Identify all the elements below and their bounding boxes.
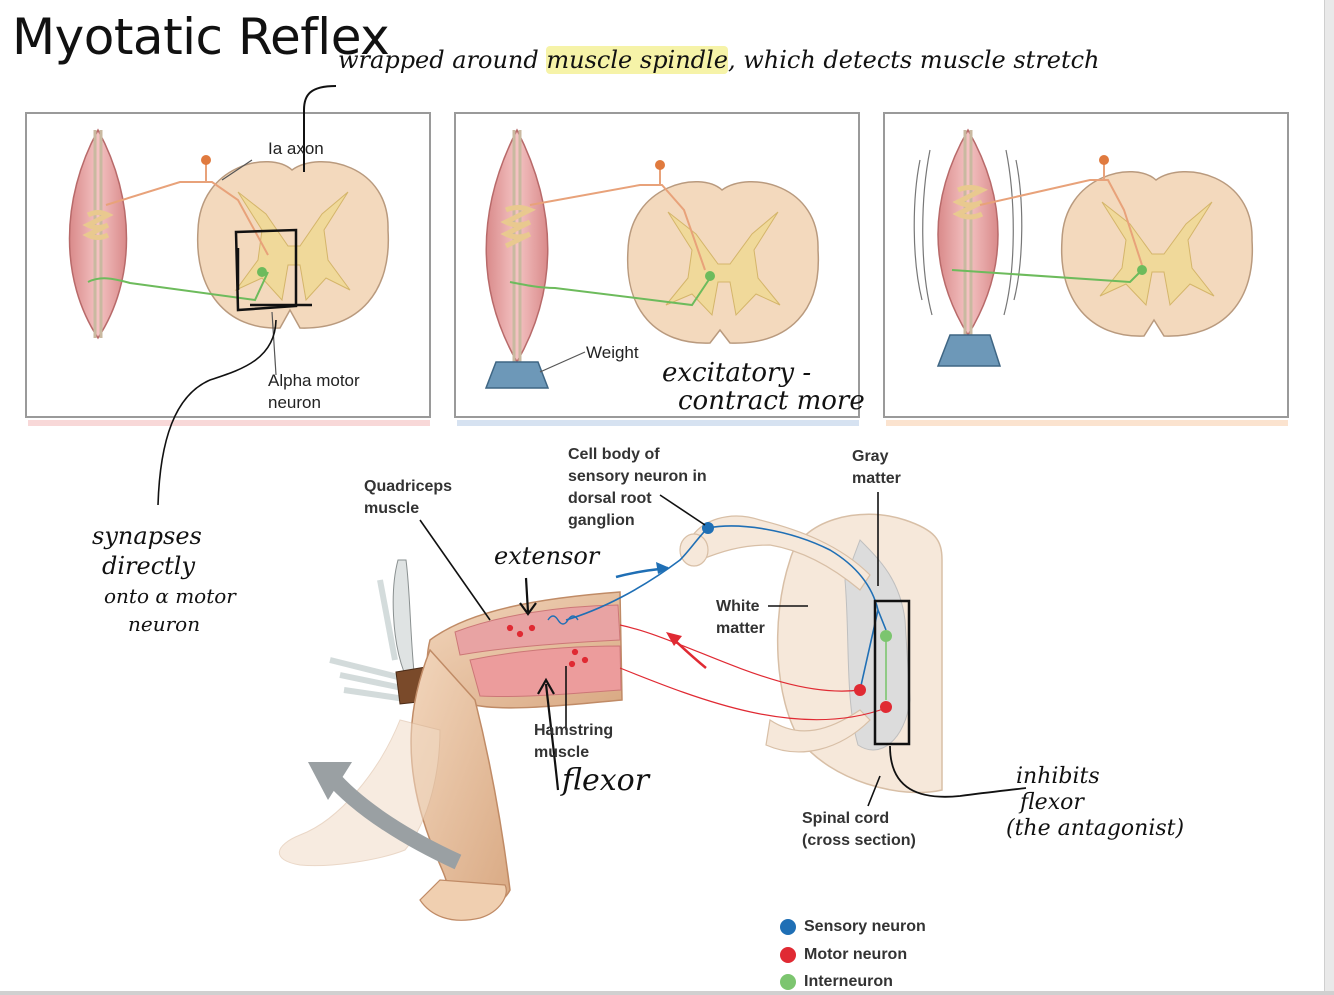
panel1-ia-axon — [105, 181, 269, 256]
label-quadriceps-2: muscle — [364, 500, 420, 517]
extensor-arrow — [519, 577, 537, 616]
panel1-spinal-cord — [196, 161, 390, 329]
synapse-note-pointer — [157, 319, 277, 506]
note-excitatory-1: excitatory - — [662, 358, 812, 388]
panel2-motor-axon — [509, 277, 711, 307]
panel-weight-stripe — [457, 420, 859, 426]
note-inhibits-3: (the antagonist) — [1006, 816, 1185, 841]
panel1-sensory-cell — [201, 155, 211, 165]
ia-axon-leader — [221, 159, 253, 181]
panel2-motor-neuron — [705, 271, 715, 281]
spindle-coil — [547, 615, 579, 625]
panel2-weight — [484, 361, 550, 389]
note-spindle: wrapped around muscle spindle, which det… — [338, 46, 1100, 74]
label-alpha-line1: Alpha motor — [268, 371, 360, 390]
panel1-muscle — [68, 128, 128, 340]
label-quadriceps-1: Quadriceps — [364, 478, 453, 495]
label-white-1: White — [716, 598, 760, 615]
interneuron-body — [880, 630, 892, 642]
scrollbar-edge[interactable] — [1324, 0, 1334, 995]
note-extensor: extensor — [494, 542, 600, 570]
note-spindle-part2: , which detects muscle stretch — [727, 46, 1100, 74]
panel1-motor-axon — [87, 271, 269, 302]
spinal-cross-section — [776, 513, 943, 794]
swing-arrow — [323, 769, 462, 870]
panel3-ia-axon — [979, 179, 1143, 266]
note-flexor: flexor — [562, 763, 650, 798]
label-hamstring-2: muscle — [534, 744, 590, 761]
panel1-annotation-box — [234, 228, 312, 312]
panel3-spinal-cord — [1060, 171, 1254, 337]
label-cellbody-1: Cell body of — [568, 446, 660, 463]
alpha-leader — [271, 311, 277, 376]
label-hamstring-1: Hamstring — [534, 722, 614, 739]
panel3-weight — [936, 334, 1002, 367]
label-gray-2: matter — [852, 470, 901, 487]
flexor-arrow — [537, 677, 560, 791]
panel-resting-stripe — [28, 420, 430, 426]
weight-leader — [539, 351, 586, 373]
label-white-2: matter — [716, 620, 765, 637]
panel2-ia-axon — [529, 184, 706, 271]
foot — [419, 879, 507, 921]
label-ia-axon: Ia axon — [268, 139, 324, 158]
legend-sensory-label: Sensory neuron — [804, 918, 926, 935]
motor-neuron-quad — [619, 624, 861, 692]
label-cellbody-3: dorsal root — [568, 490, 652, 507]
motor-neuron-ham — [619, 667, 887, 721]
sensory-flow-arrowhead — [656, 562, 670, 574]
ventral-root — [765, 709, 871, 753]
bottom-edge — [0, 991, 1334, 995]
panel2-spinal-cord — [626, 181, 820, 344]
note-spindle-part1: wrapped around — [338, 46, 547, 74]
page-title: Myotatic Reflex — [12, 8, 390, 66]
quadriceps-muscle — [454, 604, 621, 656]
label-alpha-line2: neuron — [268, 393, 321, 412]
label-weight: Weight — [586, 343, 639, 362]
legend-interneuron-dot — [780, 974, 796, 990]
swing-arrowhead — [308, 762, 352, 800]
note-synapse-3: onto α motor — [104, 584, 236, 608]
interneuron-box — [873, 599, 911, 746]
note-inhibits-1: inhibits — [1016, 764, 1100, 789]
note-spindle-highlight: muscle spindle — [546, 46, 728, 74]
spindle-note-pointer — [303, 85, 337, 172]
panel1-motor-neuron — [257, 267, 267, 277]
legend-sensory: Sensory neuron — [780, 915, 926, 939]
legend-interneuron-label: Interneuron — [804, 973, 893, 990]
legend-interneuron: Interneuron — [780, 970, 893, 994]
panel3-motor-neuron — [1137, 265, 1147, 275]
legend-motor: Motor neuron — [780, 943, 907, 967]
note-inhibits-2: flexor — [1020, 790, 1084, 815]
cell-leader — [659, 494, 706, 526]
label-gray-1: Gray — [852, 448, 889, 465]
note-synapse-1: synapses — [92, 522, 202, 550]
muscle-endings — [506, 624, 589, 668]
label-spinal-2: (cross section) — [802, 832, 916, 849]
legend-motor-dot — [780, 947, 796, 963]
panel3-muscle — [913, 128, 1023, 337]
panel2-sensory-cell — [655, 160, 665, 170]
motor-flow-arrowhead — [666, 632, 682, 646]
ganglion — [679, 533, 709, 567]
inhibits-pointer — [889, 745, 1027, 798]
spinal-leader — [867, 775, 881, 807]
note-synapse-4: neuron — [128, 612, 201, 636]
legend-sensory-dot — [780, 919, 796, 935]
panel3-motor-axon — [951, 269, 1143, 284]
panel2-muscle — [485, 128, 549, 364]
note-synapse-2: directly — [102, 552, 196, 580]
legend-motor-label: Motor neuron — [804, 946, 908, 963]
panel-stretch-stripe — [886, 420, 1288, 426]
label-cellbody-4: ganglion — [568, 512, 635, 529]
motor-neuron-body-1 — [854, 684, 866, 696]
note-excitatory-2: contract more — [678, 386, 865, 416]
panel3-sensory-cell — [1099, 155, 1109, 165]
label-cellbody-2: sensory neuron in — [568, 468, 707, 485]
motor-neuron-body-2 — [880, 701, 892, 713]
quad-leader — [419, 519, 491, 621]
dorsal-root — [689, 515, 871, 591]
label-spinal-1: Spinal cord — [802, 810, 890, 827]
